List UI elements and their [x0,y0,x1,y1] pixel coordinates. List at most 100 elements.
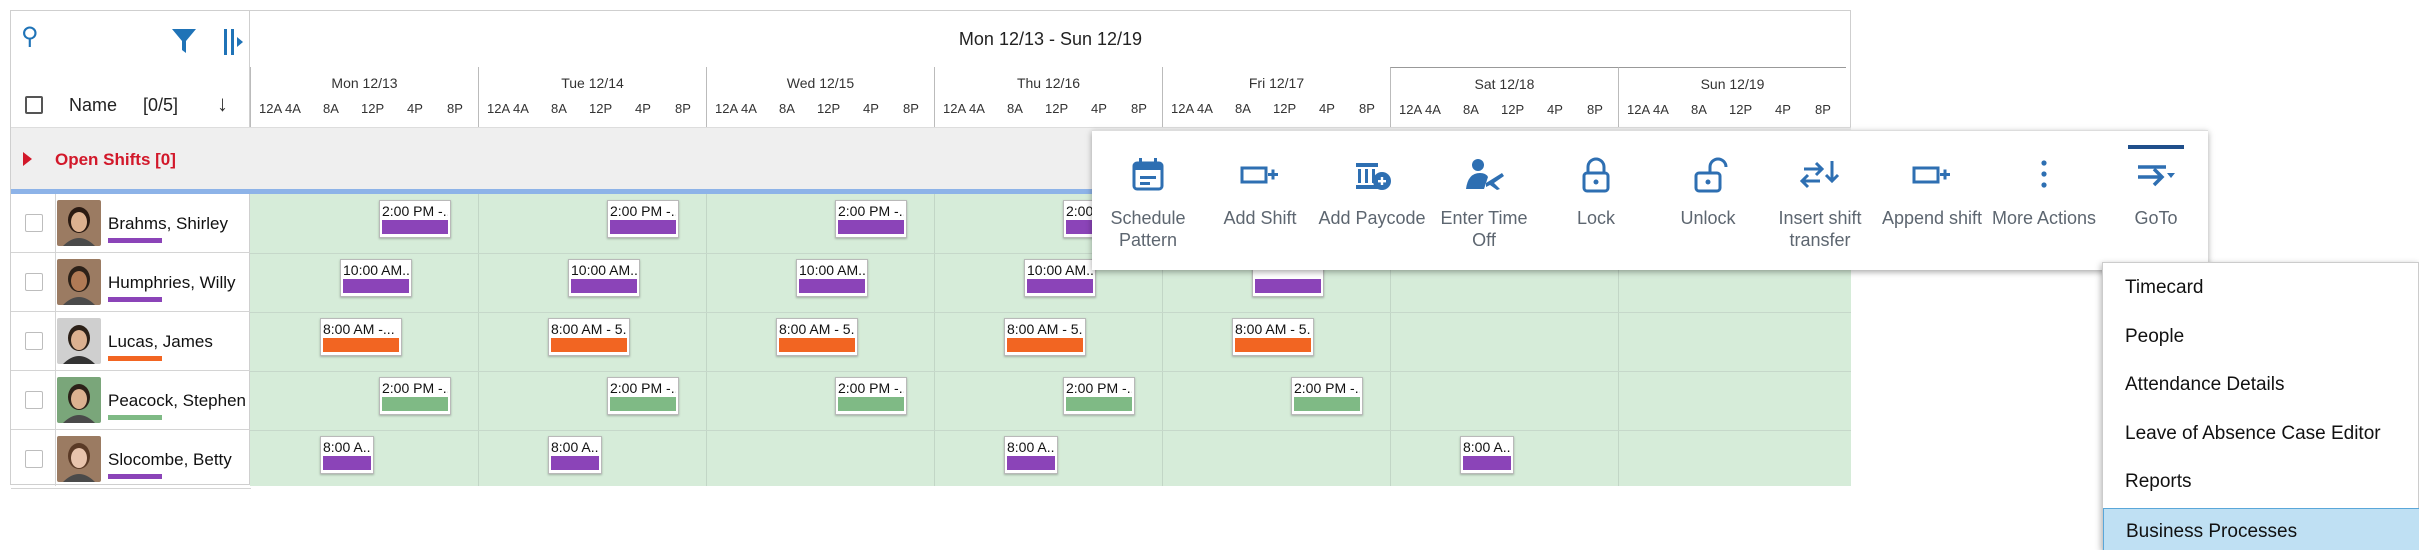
search-icon[interactable]: ⚲ [21,23,39,50]
employee-name[interactable]: Brahms, Shirley [108,214,228,233]
employee-row[interactable]: Slocombe, Betty [11,430,251,489]
row-checkbox[interactable] [25,214,43,232]
collapse-panel-icon[interactable] [221,27,245,57]
hour-label: 12P [589,101,613,116]
hour-label: 8A [551,101,567,116]
shift-color-bar [1463,456,1511,470]
employee-name[interactable]: Peacock, Stephen [108,391,246,410]
shift-block[interactable]: 8:00 AM -... [320,318,402,356]
sort-arrow-icon[interactable]: ↓ [217,91,228,116]
open-shifts-label[interactable]: Open Shifts [0] [55,150,176,169]
shift-block[interactable]: 8:00 A... [1004,436,1058,474]
shift-block[interactable]: 8:00 AM - 5... [1232,318,1314,356]
row-checkbox[interactable] [25,391,43,409]
shift-block[interactable]: 2:00 PM -... [379,377,451,415]
filter-icon[interactable] [171,27,197,55]
shift-block[interactable]: 2:00 PM -... [607,377,679,415]
shift-block[interactable]: 2:00 PM -... [1291,377,1363,415]
hour-label: 12A [259,101,283,116]
shift-block[interactable]: 8:00 AM - 5... [548,318,630,356]
shift-color-bar [1235,338,1311,352]
shift-color-bar [610,220,676,234]
shift-color-bar [838,397,904,411]
append-shift-button[interactable]: Append shift [1876,131,1988,271]
grid-line [250,253,1851,254]
employee-row[interactable]: Lucas, James [11,312,251,371]
row-checkbox[interactable] [25,273,43,291]
row-checkbox[interactable] [25,332,43,350]
add-shift-button[interactable]: Add Shift [1204,131,1316,271]
goto-button[interactable]: GoTo [2100,131,2212,271]
shift-block[interactable]: 8:00 A... [320,436,374,474]
shift-color-bar [382,397,448,411]
shift-block[interactable]: 8:00 AM - 5... [776,318,858,356]
shift-block[interactable]: 8:00 A... [548,436,602,474]
shift-time: 8:00 A... [1007,439,1055,455]
goto-menu-item[interactable]: Reports [2125,471,2192,492]
name-column-header[interactable]: Name [69,95,118,115]
day-label: Mon 12/13 [331,75,398,91]
unlock-button[interactable]: Unlock [1652,131,1764,271]
calendar-icon [1132,158,1164,191]
lock-icon [1582,157,1610,193]
goto-menu-item[interactable]: Attendance Details [2125,374,2285,395]
avatar [57,318,101,364]
shift-time: 2:00 PM -... [610,380,676,396]
goto-menu-item[interactable]: People [2125,325,2185,347]
shift-block[interactable]: 2:00 PM -... [835,377,907,415]
insert-shift-transfer-button[interactable]: Insert shift transfer [1764,131,1876,271]
employee-name[interactable]: Lucas, James [108,332,213,351]
action-label: Insert shift transfer [1778,208,1862,250]
shift-color-bar [1294,397,1360,411]
schedule-grid: 2:00 PM -... 2:00 PM -... 2:00 PM -... 2:00… [250,194,1851,486]
enter-time-off-button[interactable]: Enter Time Off [1428,131,1540,271]
schedule-pattern-button[interactable]: Schedule Pattern [1092,131,1204,271]
more-icon [2041,160,2047,188]
employee-color-bar [108,356,162,361]
employee-name[interactable]: Slocombe, Betty [108,450,232,469]
shift-block[interactable]: 10:00 AM... [568,259,640,297]
shift-block[interactable]: 8:00 AM - 5... [1004,318,1086,356]
hour-label: 12A [1171,101,1195,116]
more-actions-button[interactable]: More Actions [1988,131,2100,271]
employee-name[interactable]: Humphries, Willy [108,273,236,292]
select-all-checkbox[interactable] [25,96,43,114]
row-checkbox[interactable] [25,450,43,468]
employee-toolbar: ⚲ [11,11,251,73]
employee-row[interactable]: Humphries, Willy [11,253,251,312]
shift-block[interactable]: 2:00 PM -... [379,200,451,238]
hour-label: 8A [1007,101,1023,116]
shift-color-bar [610,397,676,411]
action-label: Add Paycode [1318,208,1426,228]
employee-color-bar [108,297,162,302]
hour-label: 4P [635,101,651,116]
shift-block[interactable]: 2:00 PM -... [607,200,679,238]
shift-color-bar [1066,397,1132,411]
expand-caret-icon[interactable] [23,152,32,166]
shift-block[interactable]: 10:00 AM... [340,259,412,297]
hour-label: 4P [863,101,879,116]
employee-row[interactable]: Peacock, Stephen [11,371,251,430]
shift-block[interactable]: 10:00 AM... [796,259,868,297]
open-shifts-row[interactable]: Open Shifts [0] [11,127,251,189]
goto-menu-item[interactable]: Leave of Absence Case Editor [2125,422,2381,444]
lock-button[interactable]: Lock [1540,131,1652,271]
hour-label: 8A [1235,101,1251,116]
hour-label: 12P [361,101,385,116]
shift-block[interactable]: 2:00 PM -... [1063,377,1135,415]
shift-block[interactable]: 2:00 PM -... [835,200,907,238]
shift-color-bar [571,279,637,293]
shift-time: 10:00 AM... [1027,262,1093,278]
goto-menu-item[interactable]: Timecard [2125,277,2204,298]
unlock-icon [1694,157,1728,193]
shift-color-bar [838,220,904,234]
shift-time: 10:00 AM... [799,262,865,278]
employee-row[interactable]: Brahms, Shirley [11,194,251,253]
action-label: More Actions [1991,208,2097,228]
shift-block[interactable]: 10:00 AM... [1024,259,1096,297]
add-paycode-button[interactable]: Add Paycode [1316,131,1428,271]
goto-menu-item[interactable]: Business Processes [2103,507,2419,550]
shift-block[interactable]: 8:00 A... [1460,436,1514,474]
